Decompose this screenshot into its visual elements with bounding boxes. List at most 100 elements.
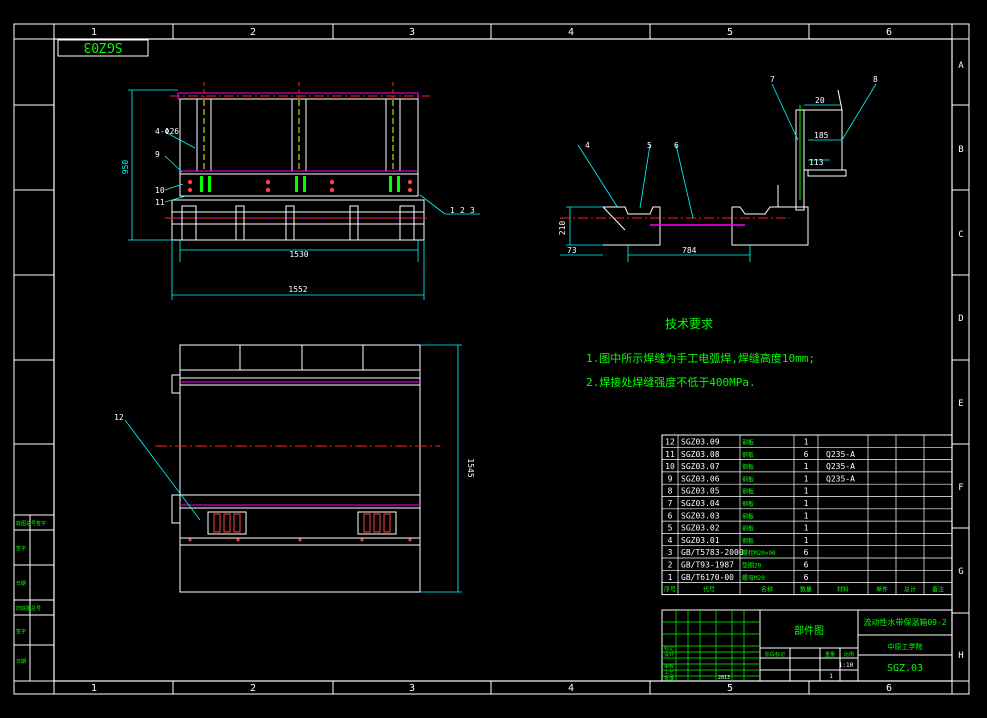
bom-cell-name: 钢板: [742, 537, 754, 545]
front-callout-3: 3: [470, 206, 475, 215]
col-bottom-6: 6: [886, 683, 892, 694]
bom-cell-name: 钢板: [742, 463, 754, 471]
tb-label-design: 设计: [664, 651, 674, 658]
row-g: G: [958, 567, 963, 577]
col-bottom-4: 4: [568, 683, 574, 694]
bom-cell-name: 钢板: [742, 488, 754, 496]
bom-cell-no: 5: [668, 524, 673, 533]
side-dim-210: 210: [558, 221, 567, 236]
bom-cell-qty: 6: [804, 573, 809, 582]
col-bottom-3: 3: [409, 683, 415, 694]
side-dim-185: 185: [814, 131, 829, 140]
col-bottom-1: 1: [91, 683, 97, 694]
row-h: H: [958, 651, 963, 661]
strip-label-4: 旧底图总号: [16, 605, 41, 612]
technical-requirements: 技术要求 1.图中所示焊缝为手工电弧焊,焊缝高度10mm; 2.焊接处焊缝强度不…: [586, 317, 815, 389]
bom-cell-no: 2: [668, 561, 673, 570]
tb-drawing-no: SGZ.03: [887, 663, 923, 674]
plan-callout-12: 12: [114, 413, 124, 422]
front-dim-width-inner: 1530: [289, 250, 308, 259]
bom-cell-qty: 1: [804, 462, 809, 471]
col-bottom-2: 2: [250, 683, 256, 694]
bom-cell-code: SGZ03.08: [681, 450, 720, 459]
plan-view: 1545 12: [114, 344, 475, 593]
row-a: A: [958, 61, 964, 71]
bom-cell-no: 12: [665, 438, 675, 447]
bom-cell-name: 钢板: [742, 439, 754, 447]
plan-dim-height: 1545: [466, 458, 475, 477]
strip-label-2: 签字: [16, 545, 26, 552]
tb-label-review: 审核: [664, 663, 674, 670]
bom-cell-name: 垫圈20: [742, 562, 762, 570]
front-dim-width-outer: 1552: [288, 285, 307, 294]
bom-cell-code: SGZ03.05: [681, 487, 720, 496]
tb-assembly-name: 部件图: [794, 624, 824, 637]
bom-cell-mat: Q235-A: [826, 474, 855, 483]
tb-unit: 中原工学院: [888, 642, 923, 651]
bom-cell-code: SGZ03.02: [681, 524, 720, 533]
front-callout-9: 9: [155, 150, 160, 159]
bom-cell-code: SGZ03.04: [681, 499, 720, 508]
row-d: D: [958, 314, 963, 324]
bom-cell-no: 3: [668, 548, 673, 557]
bom-cell-mat: Q235-A: [826, 462, 855, 471]
bom-cell-qty: 1: [804, 474, 809, 483]
tb-label-mark: 标记: [664, 645, 674, 652]
tb-project-name: 流动性水带保温箱09-2: [863, 617, 946, 627]
tech-line-1: 1.图中所示焊缝为手工电弧焊,焊缝高度10mm;: [586, 351, 815, 365]
drawing-frame: [13, 23, 970, 695]
front-dim-height: 950: [121, 160, 130, 175]
bom-cell-qty: 1: [804, 536, 809, 545]
side-dim-73: 73: [567, 246, 577, 255]
strip-label-3: 日期: [16, 581, 26, 587]
strip-label-6: 日期: [16, 659, 26, 665]
bom-header-4: 材料: [837, 586, 849, 594]
stamp-text: SGZ03: [83, 39, 122, 54]
side-dim-20: 20: [815, 96, 825, 105]
front-callout-11: 11: [155, 198, 165, 207]
bom-cell-code: GB/T6170-00: [681, 573, 734, 582]
front-callout-1: 1: [450, 206, 455, 215]
bom-cell-qty: 1: [804, 487, 809, 496]
strip-label-1: 底图总号签字: [16, 520, 46, 527]
front-callout-10: 10: [155, 186, 165, 195]
bom-cell-mat: Q235-A: [826, 450, 855, 459]
tb-sheets: 1: [829, 673, 833, 680]
tb-label-approve: 批准: [664, 675, 674, 682]
bom-cell-no: 10: [665, 462, 675, 471]
bom-header-1: 代号: [703, 586, 715, 594]
front-view: 950 1530 1552 4-Φ26 9 10 11 1 2 3: [121, 82, 480, 300]
bom-cell-qty: 1: [804, 438, 809, 447]
row-f: F: [958, 483, 963, 493]
bom-header-2: 名称: [761, 586, 773, 594]
bom-cell-name: 钢板: [742, 500, 754, 508]
col-top-3: 3: [409, 27, 415, 38]
bom-cell-qty: 1: [804, 511, 809, 520]
tech-line-2: 2.焊接处焊缝强度不低于400MPa.: [586, 375, 756, 389]
front-callout-holes: 4-Φ26: [155, 127, 179, 136]
bom-header-6: 总计: [904, 586, 916, 594]
tb-year: 2013: [718, 675, 730, 681]
bom-cell-name: 钢板: [742, 525, 754, 533]
bom-cell-no: 11: [665, 450, 675, 459]
bom-cell-name: 钢板: [742, 512, 754, 520]
title-block: 部件图 流动性水带保温箱09-2 中原工学院 SGZ.03 阶段标记 重量 比例…: [661, 609, 953, 682]
bom-cell-name: 螺母M20: [742, 574, 765, 582]
bom-cell-name: 钢板: [742, 475, 754, 483]
col-top-6: 6: [886, 27, 892, 38]
side-dim-113: 113: [809, 158, 824, 167]
bom-header-5: 单件: [876, 586, 888, 594]
bom-cell-code: SGZ03.09: [681, 438, 720, 447]
tb-scale-label: 比例: [844, 651, 854, 658]
bom-cell-qty: 1: [804, 499, 809, 508]
bom-cell-no: 1: [668, 573, 673, 582]
side-strip: 底图总号签字 签字 日期 旧底图总号 签字 日期: [14, 514, 54, 682]
bom-cell-code: SGZ03.06: [681, 474, 720, 483]
col-top-5: 5: [727, 27, 733, 38]
tb-label-process: 工艺: [664, 670, 674, 676]
bom-header-7: 备注: [932, 586, 944, 594]
side-callout-6: 6: [674, 141, 679, 150]
tb-weight-label: 重量: [825, 651, 835, 658]
